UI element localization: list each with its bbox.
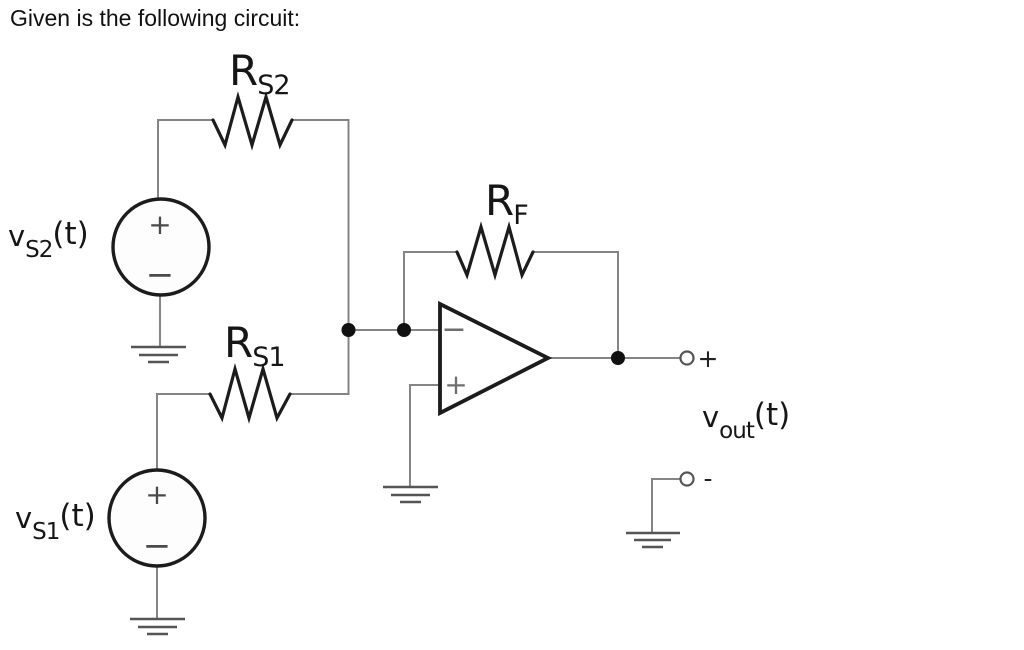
page-title: Given is the following circuit: bbox=[10, 5, 301, 31]
label-rf-sub: F bbox=[513, 200, 529, 231]
ground-icon-noninverting bbox=[383, 485, 438, 504]
label-vout-sub: out bbox=[719, 418, 755, 444]
junction-dot-output-node bbox=[611, 351, 625, 365]
label-rs1: RS1 bbox=[224, 322, 286, 372]
ground-icon-vs2 bbox=[131, 345, 186, 364]
label-vs2-sub: S2 bbox=[25, 237, 53, 263]
resistor-rf bbox=[455, 221, 535, 281]
resistor-rs2 bbox=[211, 91, 294, 151]
junction-dot-input-node bbox=[341, 323, 356, 337]
label-rf-main: R bbox=[485, 176, 515, 225]
wire-rs2-to-node bbox=[291, 119, 350, 331]
label-vout-main: v bbox=[702, 400, 720, 434]
label-vs2: vS2(t) bbox=[8, 219, 89, 262]
opamp-inverting-input-sign: − bbox=[441, 312, 466, 347]
label-vs2-main: v bbox=[8, 219, 26, 253]
label-rs2-main: R bbox=[229, 46, 259, 95]
vs2-minus-sign: − bbox=[146, 255, 175, 295]
label-rs1-sub: S1 bbox=[252, 342, 285, 373]
wire-noninverting-to-ground bbox=[409, 384, 443, 488]
vs2-plus-sign: + bbox=[148, 208, 171, 241]
wire-minus-terminal-to-ground bbox=[651, 478, 681, 534]
ground-icon-vs1 bbox=[130, 617, 185, 636]
label-rf: RF bbox=[485, 180, 529, 230]
wire-rs1-to-node bbox=[289, 329, 350, 395]
wire-vs2-to-rs2 bbox=[157, 119, 214, 199]
label-vs1-suffix: (t) bbox=[59, 498, 96, 534]
output-terminal-plus-icon bbox=[679, 350, 695, 366]
source-vs1-circle bbox=[107, 468, 207, 568]
label-rs2-sub: S2 bbox=[257, 70, 290, 101]
label-rs1-main: R bbox=[224, 318, 254, 367]
label-vs2-suffix: (t) bbox=[52, 216, 89, 252]
resistor-rs1 bbox=[208, 362, 292, 424]
label-vs1: vS1(t) bbox=[15, 501, 96, 544]
wire-node-to-rf bbox=[403, 251, 458, 331]
terminal-minus-sign: - bbox=[703, 464, 712, 493]
label-vout-suffix: (t) bbox=[753, 397, 791, 433]
output-terminal-minus-icon bbox=[679, 471, 695, 487]
opamp-noninverting-input-sign: + bbox=[444, 368, 467, 401]
wire-vs1-to-rs1 bbox=[156, 393, 211, 471]
label-rs2: RS2 bbox=[229, 50, 291, 100]
wire-rf-to-output bbox=[532, 251, 619, 359]
label-vout: vout(t) bbox=[702, 400, 790, 443]
vs1-minus-sign: − bbox=[143, 526, 172, 566]
ground-icon-output bbox=[626, 531, 680, 549]
vs1-plus-sign: + bbox=[145, 478, 168, 511]
source-vs2-circle bbox=[111, 197, 211, 297]
terminal-plus-sign: + bbox=[698, 344, 719, 373]
label-vs1-main: v bbox=[15, 501, 33, 535]
junction-dot-feedback-node bbox=[397, 323, 411, 337]
opamp-triangle bbox=[438, 300, 553, 417]
label-vs1-sub: S1 bbox=[32, 519, 60, 545]
